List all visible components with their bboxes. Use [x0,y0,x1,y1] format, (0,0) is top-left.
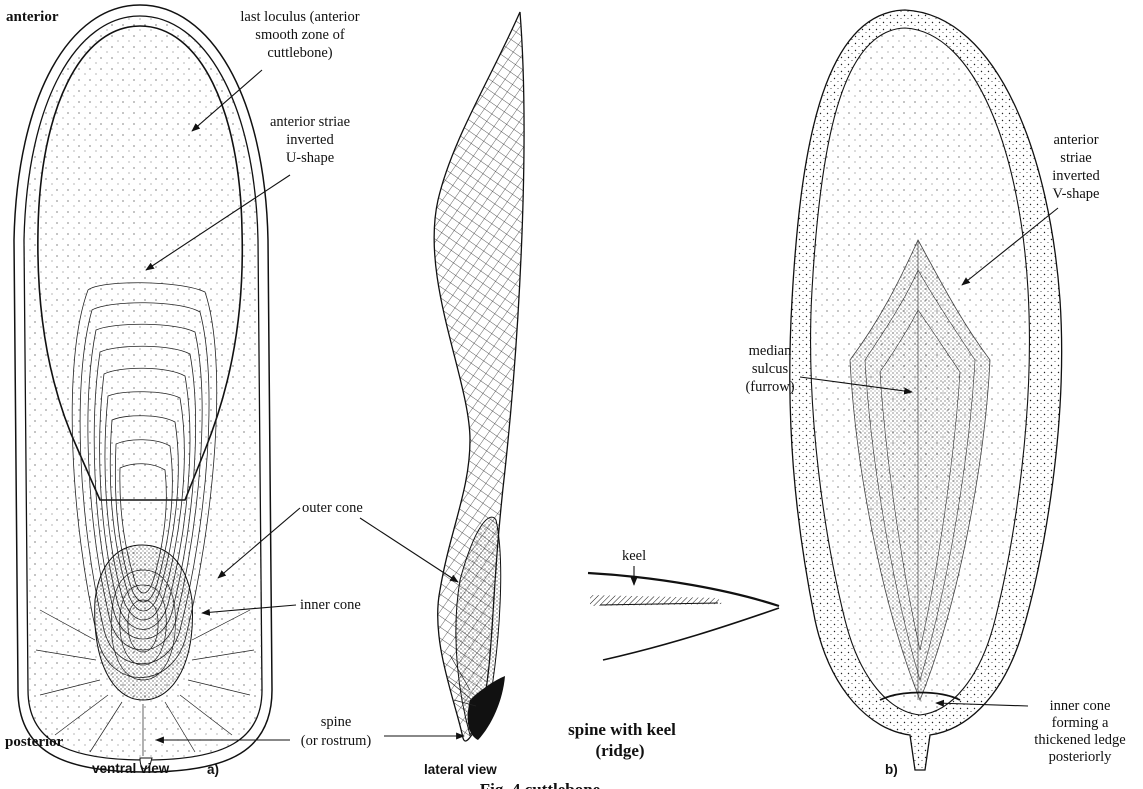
label-spine: spine (or rostrum) [301,714,372,749]
ventral-view-drawing [14,5,272,772]
svg-text:striae: striae [1060,150,1091,166]
svg-text:V-shape: V-shape [1053,186,1100,202]
label-keel: keel [622,548,646,564]
svg-text:spine: spine [321,714,352,730]
svg-text:anterior: anterior [1053,132,1098,148]
svg-text:thickened ledge: thickened ledge [1034,732,1125,748]
svg-text:last loculus (anterior: last loculus (anterior [240,9,359,25]
svg-text:spine with keel: spine with keel [568,720,676,739]
svg-text:(or rostrum): (or rostrum) [301,733,372,749]
svg-text:inverted: inverted [286,132,334,148]
caption-ventral-view: ventral view [92,761,170,776]
inner-cone-region [95,545,193,700]
label-anterior-striae-u: anterior striae inverted U-shape [270,114,350,166]
svg-text:forming a: forming a [1052,715,1109,731]
svg-text:anterior striae: anterior striae [270,114,350,130]
label-outer-cone: outer cone [302,500,363,516]
svg-text:(ridge): (ridge) [595,741,644,760]
svg-text:inverted: inverted [1052,168,1100,184]
svg-text:posteriorly: posteriorly [1049,749,1113,765]
caption-spine-with-keel: spine with keel (ridge) [568,720,676,760]
label-posterior: posterior [5,734,64,750]
svg-text:(furrow): (furrow) [745,379,794,395]
label-inner-cone: inner cone [300,597,361,613]
dorsal-view-drawing [790,10,1062,770]
label-median-sulcus: median sulcus (furrow) [745,343,794,395]
lateral-view-drawing [434,12,524,741]
svg-text:sulcus: sulcus [752,361,789,377]
svg-text:U-shape: U-shape [286,150,334,166]
label-anterior-striae-v: anterior striae inverted V-shape [1052,132,1100,202]
spine-lower-edge [603,608,779,660]
panel-label-a: a) [207,762,219,777]
svg-text:cuttlebone): cuttlebone) [267,45,332,61]
label-anterior: anterior [6,9,59,25]
panel-label-b: b) [885,762,898,777]
label-inner-cone-ledge: inner cone forming a thickened ledge pos… [1034,698,1125,765]
spine-keel-drawing [588,573,779,660]
svg-text:inner cone: inner cone [1050,698,1111,714]
svg-text:smooth zone of: smooth zone of [255,27,345,43]
svg-text:median: median [749,343,792,359]
label-last-loculus: last loculus (anterior smooth zone of cu… [240,9,359,61]
figure-caption: Fig. 4 cuttlebone [480,780,601,789]
caption-lateral-view: lateral view [424,762,497,777]
